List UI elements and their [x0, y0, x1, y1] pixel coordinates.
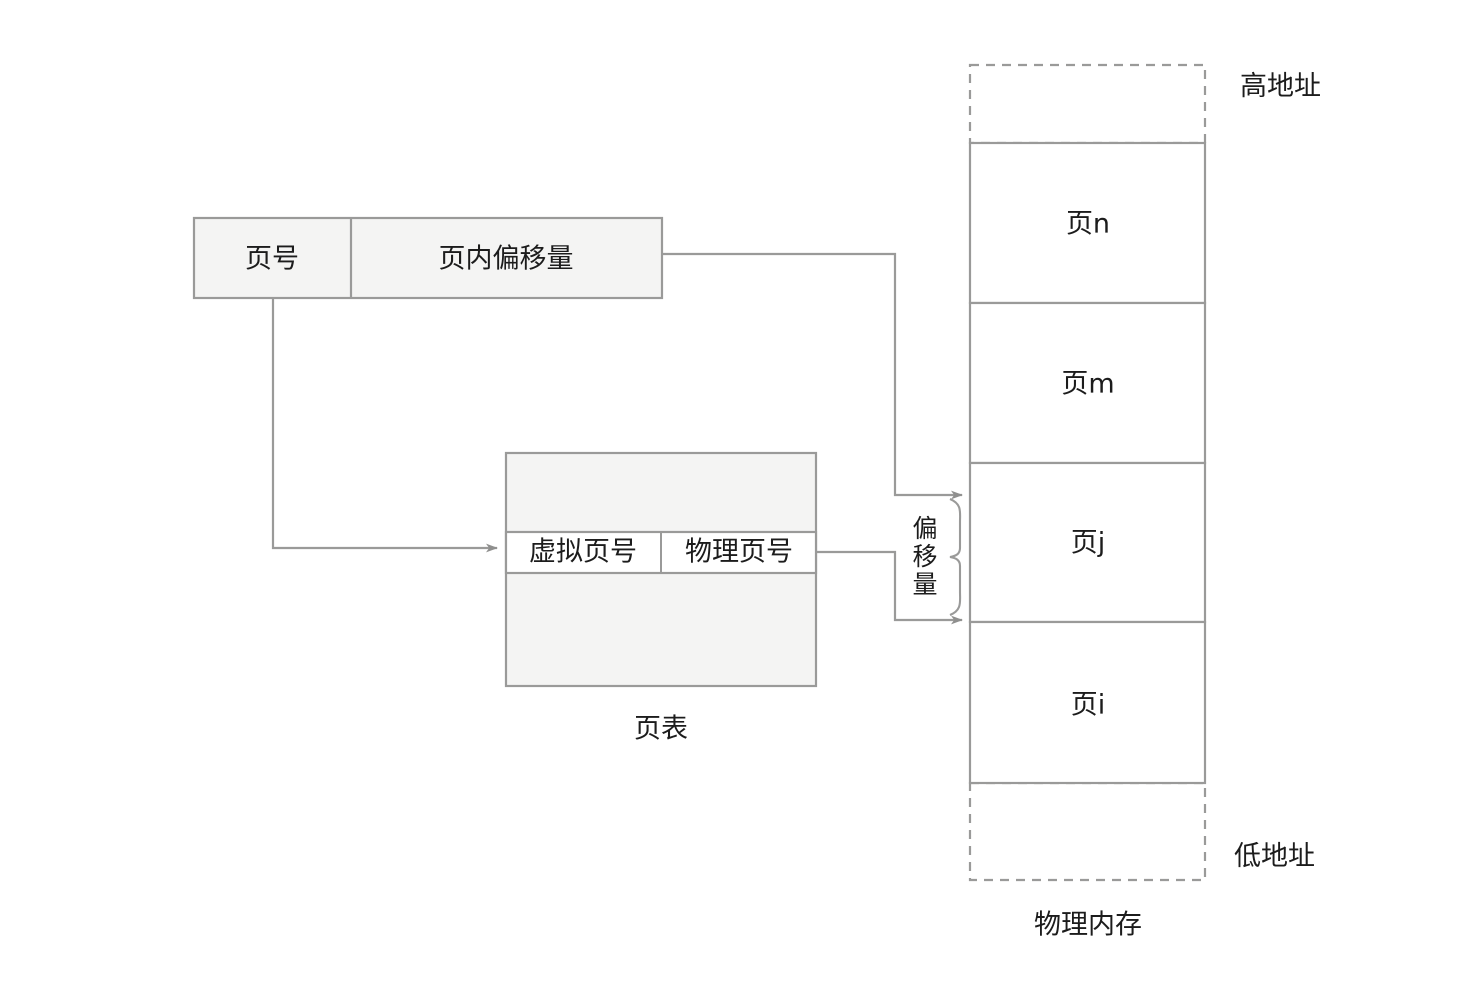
connector-pagetable-to-memory: [817, 550, 963, 625]
memory-low-address-label: 低地址: [1234, 841, 1315, 872]
page-table-caption: 页表: [634, 713, 688, 745]
offset-brace: [949, 498, 962, 616]
offset-bracket-label: 偏移量: [912, 514, 938, 599]
physical-memory-column: [968, 63, 1207, 882]
memory-region-bottom-dashed: [968, 781, 1207, 882]
virtual-address-page-number-label: 页号: [245, 243, 299, 275]
connector-pagenumber-to-pagetable: [271, 299, 498, 553]
memory-region-top-dashed: [968, 63, 1207, 145]
memory-block-label-2: 页j: [1070, 527, 1106, 559]
memory-block-3: [968, 620, 1207, 785]
memory-block-label-3: 页i: [1070, 689, 1106, 721]
memory-block-label-0: 页n: [1065, 208, 1111, 240]
virtual-address-page-offset-label: 页内偏移量: [438, 243, 574, 275]
memory-block-0: [968, 141, 1207, 305]
page-table-box: [504, 451, 818, 688]
connector-pageoffset-to-memory: [663, 252, 963, 500]
memory-high-address-label: 高地址: [1240, 71, 1321, 102]
page-table-physical-page-number-label: 物理页号: [685, 536, 793, 568]
virtual-address-box: [192, 216, 664, 300]
memory-block-label-1: 页m: [1061, 368, 1115, 400]
physical-memory-caption: 物理内存: [1034, 909, 1142, 941]
page-table-virtual-page-number-label: 虚拟页号: [529, 536, 637, 568]
